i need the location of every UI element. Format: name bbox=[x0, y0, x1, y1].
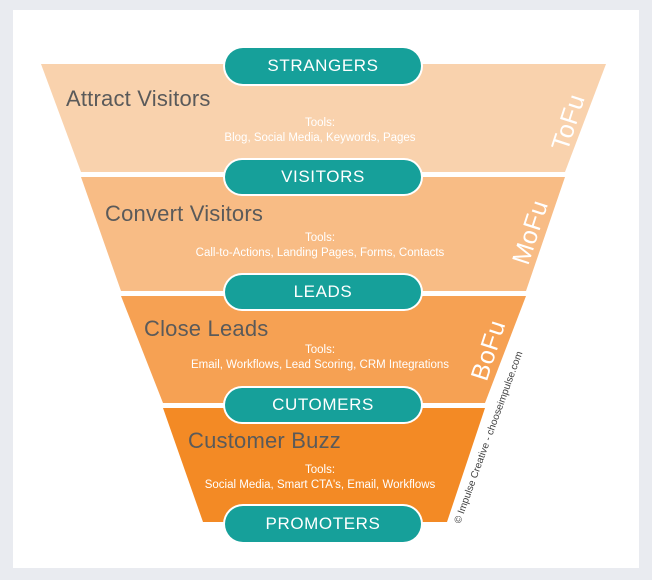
stage-title-convert: Convert Visitors bbox=[105, 201, 264, 226]
tools-list: Blog, Social Media, Keywords, Pages bbox=[224, 132, 416, 144]
funnel-band-mofu bbox=[81, 177, 565, 291]
tools-label: Tools: bbox=[304, 232, 336, 244]
stage-tools-close: Tools: Email, Workflows, Lead Scoring, C… bbox=[172, 343, 468, 373]
stage-tools-buzz: Tools: Social Media, Smart CTA's, Email,… bbox=[190, 463, 450, 493]
funnel-band-customer bbox=[163, 408, 485, 522]
tools-label: Tools: bbox=[304, 464, 336, 476]
funnel-band-tofu bbox=[41, 64, 606, 172]
tools-list: Email, Workflows, Lead Scoring, CRM Inte… bbox=[191, 359, 449, 371]
stage-title-close: Close Leads bbox=[144, 316, 269, 341]
stage-pill-promoters: PROMOTERS bbox=[225, 506, 421, 542]
stage-tools-attract: Tools: Blog, Social Media, Keywords, Pag… bbox=[200, 116, 440, 146]
stage-tools-convert: Tools: Call-to-Actions, Landing Pages, F… bbox=[175, 231, 465, 261]
tools-label: Tools: bbox=[304, 117, 336, 129]
stage-pill-visitors: VISITORS bbox=[225, 160, 421, 194]
tools-list: Call-to-Actions, Landing Pages, Forms, C… bbox=[195, 247, 445, 259]
tools-label: Tools: bbox=[304, 344, 336, 356]
funnel-band-bofu bbox=[121, 296, 526, 403]
tools-list: Social Media, Smart CTA's, Email, Workfl… bbox=[204, 479, 436, 491]
stage-pill-strangers: STRANGERS bbox=[225, 48, 421, 84]
stage-title-attract: Attract Visitors bbox=[66, 86, 211, 111]
stage-pill-customers: CUTOMERS bbox=[225, 388, 421, 422]
stage-pill-leads: LEADS bbox=[225, 275, 421, 309]
stage-title-buzz: Customer Buzz bbox=[188, 428, 341, 453]
